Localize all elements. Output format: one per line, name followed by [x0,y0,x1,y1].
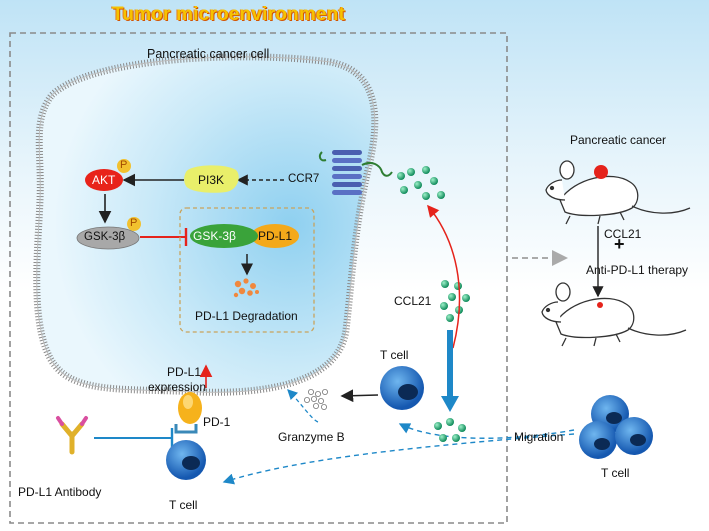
tcell-to-granzyme-arrow [340,389,379,403]
cell-label: Pancreatic cancer cell [147,47,270,61]
granzyme-to-pdl1-arrow [287,389,319,423]
ccl21-right-label: CCL21 [604,227,642,241]
antibody-label: PD-L1 Antibody [18,485,102,499]
cell-membrane [33,53,379,396]
figure-title: Tumor microenvironment [112,4,346,25]
ccl21-secretion-arrow [427,204,461,349]
pdl1-expression-label-2: expression [148,380,207,394]
granzyme-granules [303,388,328,410]
migration-arrow-1 [398,423,575,439]
microenvironment-frame [9,32,508,524]
pdl1-membrane-protein [178,392,202,424]
gsk-phospho-label: P [130,217,138,229]
gsk-inhibition [140,228,188,246]
tcell-cluster [579,395,653,459]
tcell-bottom-label: T cell [169,498,198,512]
mouse-tumor-large [545,160,691,225]
pi3k-label: PI3K [198,173,225,187]
tcell-mid-label: T cell [380,348,409,362]
ccl21-beads-top [397,166,445,200]
migration-label: Migration [514,430,564,444]
tcell-right-label: T cell [601,466,630,480]
ccr7-label: CCR7 [288,173,320,185]
gsk-label: GSK-3β [84,231,126,243]
tcell-bottom [166,440,206,480]
ccl21-mid-label: CCL21 [394,294,432,308]
gsk-pdl1-complex [190,224,299,248]
akt-label: AKT [92,173,116,187]
ccr7-receptor [318,150,393,195]
degradation-label: PD-L1 Degradation [195,309,298,323]
akt-node [85,159,131,191]
ccl21-beads-low [434,418,466,442]
tumor-small [597,302,603,308]
degradation-fragments [233,278,259,298]
mouse-tumor-small [541,282,687,347]
pancreatic-cancer-label: Pancreatic cancer [570,133,667,147]
tumor-large [594,165,608,179]
complex-pdl1-label: PD-L1 [258,229,293,243]
complex-gsk-label: GSK-3β [193,229,236,243]
pd1-label: PD-1 [203,415,231,429]
pi3k-node [184,165,239,193]
pdl1-expression-label-1: PD-L1 [167,365,202,379]
gsk-node [76,217,141,250]
ccl21-beads-mid [440,280,470,322]
plus-label: + [614,234,625,254]
tcell-middle [380,366,424,410]
ccl21-diffusion-arrow [441,330,459,412]
akt-phospho-label: P [120,159,128,171]
pdl1-antibody [56,416,88,455]
granzyme-label: Granzyme B [278,430,345,444]
pd1-receptor [174,424,198,434]
antibody-inhibition [94,428,174,448]
therapy-label: Anti-PD-L1 therapy [586,263,689,277]
